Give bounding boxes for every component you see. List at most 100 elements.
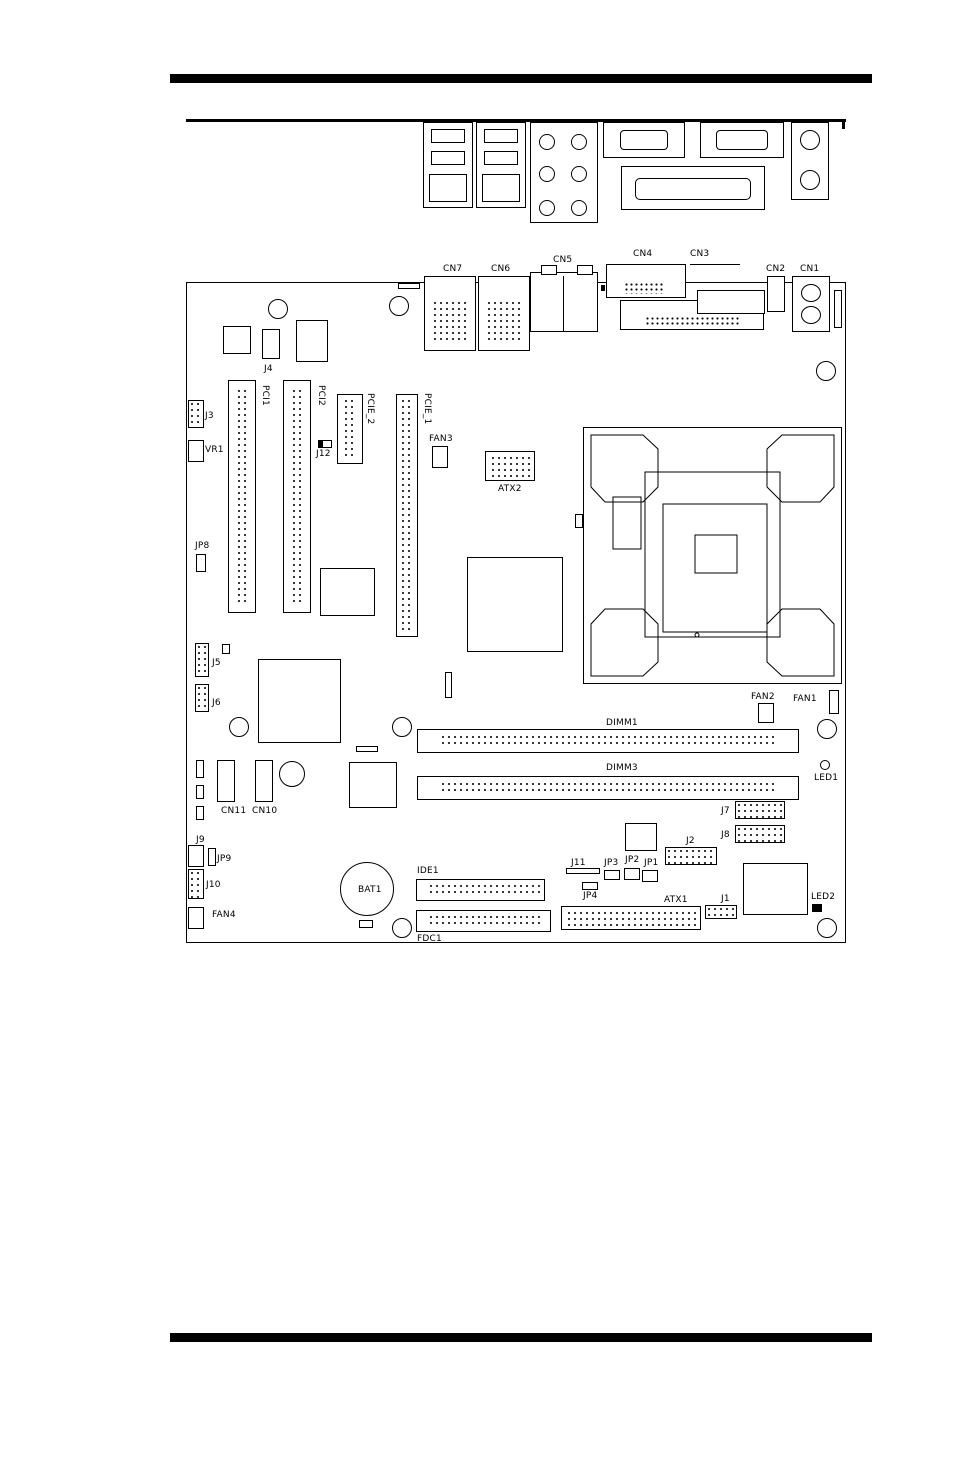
fan2-header: [758, 703, 774, 723]
j1-header: [705, 905, 737, 919]
j11-header: [566, 868, 600, 874]
mount-hole: [389, 296, 409, 316]
j11-label: J11: [571, 858, 586, 868]
chip-small-left: [223, 326, 251, 354]
bat1-label: BAT1: [358, 885, 382, 895]
j7-label: J7: [721, 806, 730, 816]
mount-hole: [817, 918, 837, 938]
fan4-header: [188, 907, 204, 929]
jp4-label: JP4: [583, 891, 598, 901]
led1-indicator: [820, 760, 830, 770]
fan3-header: [432, 446, 448, 468]
j4-header: [262, 329, 280, 359]
fdc1-label: FDC1: [417, 934, 442, 944]
cn10-connector: [255, 760, 273, 802]
cn10-label: CN10: [252, 806, 278, 816]
buzzer: [279, 761, 305, 787]
chip-lower-mid: [349, 762, 397, 808]
chip-pci: [320, 568, 375, 616]
j6-header: [195, 684, 209, 712]
mount-hole: [268, 299, 288, 319]
mount-hole: [229, 717, 249, 737]
jp1-label: JP1: [644, 858, 659, 868]
mount-hole: [817, 719, 837, 739]
small-jumper-left-2: [196, 785, 204, 799]
j8-header: [735, 825, 785, 843]
atx1-label: ATX1: [664, 895, 688, 905]
jp8-jumper: [196, 554, 206, 572]
j4-label: J4: [264, 364, 273, 374]
cpu-socket-frame: [590, 434, 835, 677]
cn11-connector: [217, 760, 235, 802]
atx2-label: ATX2: [498, 484, 522, 494]
small-header-cpu: [575, 514, 583, 528]
fan4-label: FAN4: [212, 910, 236, 920]
dimm3-label: DIMM3: [606, 763, 638, 773]
jp9-jumper: [208, 848, 216, 866]
cpu-socket-outline: [583, 427, 842, 684]
fan1-label: FAN1: [793, 694, 817, 704]
j7-header: [735, 801, 785, 819]
chip-j2: [625, 823, 657, 851]
cn11-label: CN11: [221, 806, 247, 816]
cn7-label: CN7: [443, 264, 463, 274]
jp8-label: JP8: [195, 541, 210, 551]
northbridge-chip: [467, 557, 563, 652]
small-jumper-center: [445, 672, 452, 698]
io-panel-edge: [186, 119, 846, 122]
cn1-label: CN1: [800, 264, 820, 274]
fan2-label: FAN2: [751, 692, 775, 702]
fan3-label: FAN3: [429, 434, 453, 444]
led1-label: LED1: [814, 773, 839, 783]
pci1-label: PCI1: [260, 385, 270, 406]
pci2-label: PCI2: [316, 385, 326, 406]
j10-header: [188, 869, 204, 899]
jp4-jumper: [582, 882, 598, 890]
battery-clip: [359, 920, 373, 928]
footer-rule: [170, 1333, 872, 1342]
chip-small-right: [296, 320, 328, 362]
j2-header: [665, 847, 717, 865]
jp3-jumper: [604, 870, 620, 880]
jp1-jumper: [642, 870, 658, 882]
jp2-jumper: [624, 868, 640, 880]
led2-label: LED2: [811, 892, 836, 902]
mount-hole: [392, 717, 412, 737]
small-jumper-left-1: [196, 760, 204, 778]
j9-label: J9: [196, 835, 205, 845]
j3-header: [188, 400, 204, 428]
cn6-label: CN6: [491, 264, 511, 274]
dimm1-label: DIMM1: [606, 718, 638, 728]
pcie2-label: PCIE_2: [365, 393, 375, 425]
j2-label: J2: [686, 836, 695, 846]
j9-header: [188, 845, 204, 867]
small-jumper-j5: [222, 644, 230, 654]
jp2-label: JP2: [625, 855, 640, 865]
cn4-label: CN4: [633, 249, 653, 259]
vr1-header: [188, 440, 204, 462]
cn5-label: CN5: [553, 255, 573, 265]
jp3-label: JP3: [604, 858, 619, 868]
ide1-label: IDE1: [417, 866, 439, 876]
mount-hole: [392, 918, 412, 938]
small-header-mid: [356, 746, 378, 752]
j3-label: J3: [205, 411, 214, 421]
cn2-label: CN2: [766, 264, 786, 274]
vr1-label: VR1: [205, 445, 224, 455]
southbridge-chip: [258, 659, 341, 743]
j6-label: J6: [212, 698, 221, 708]
j12-label: J12: [316, 449, 331, 459]
header-rule: [170, 74, 872, 83]
small-jumper-left-3: [196, 806, 204, 820]
j1-label: J1: [721, 894, 730, 904]
j5-header: [195, 643, 209, 677]
small-header-top: [398, 283, 420, 289]
j10-label: J10: [206, 880, 221, 890]
io-panel-edge-right: [842, 119, 845, 129]
pcie1-label: PCIE_1: [422, 393, 432, 425]
j5-label: J5: [212, 658, 221, 668]
chip-lower-right: [743, 863, 808, 915]
bat1-battery: [340, 862, 394, 916]
cn3-label: CN3: [690, 249, 710, 259]
mount-hole: [816, 361, 836, 381]
